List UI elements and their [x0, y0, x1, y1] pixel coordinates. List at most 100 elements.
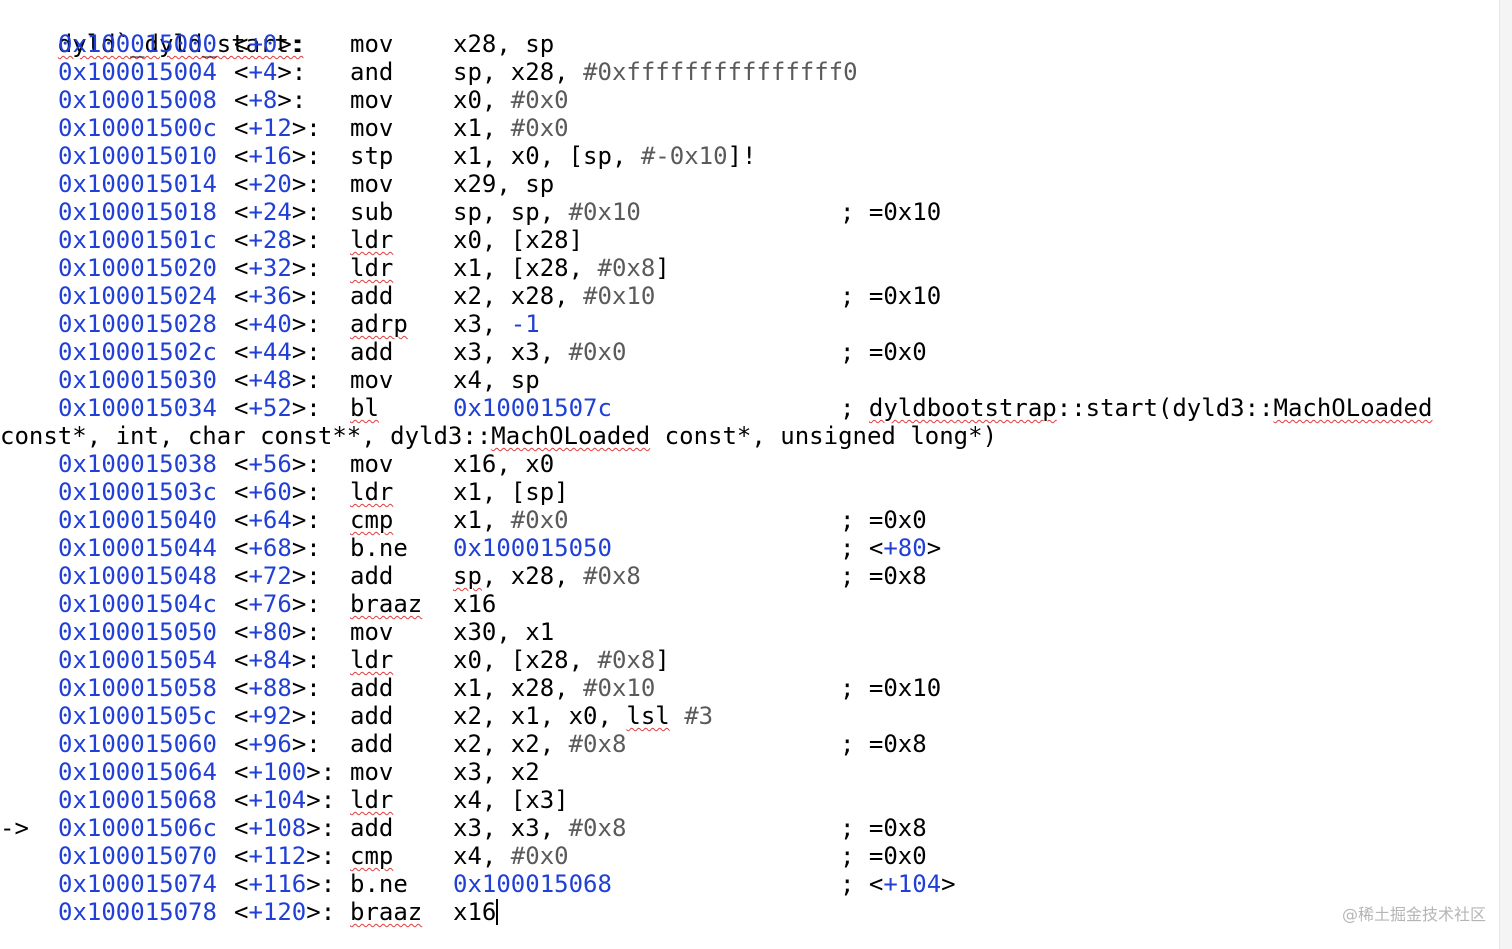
offset-value: +12 — [248, 114, 292, 142]
instruction-mnemonic: add — [350, 702, 394, 730]
operand-token: x1, [sp] — [453, 478, 569, 506]
instruction-offset: <+72>: — [234, 562, 321, 590]
operand-token: x4, sp — [453, 366, 540, 394]
comment-token: ; =0x8 — [840, 814, 927, 842]
instruction-offset: <+44>: — [234, 338, 321, 366]
operand-token: x2, x28, — [453, 282, 584, 310]
function-label: dyld`_dyld_start: — [57, 30, 304, 58]
instruction-operands: x1, #0x0 — [453, 506, 569, 534]
instruction-address: 0x100015044 — [58, 534, 217, 562]
instruction-offset: <+8>: — [234, 86, 307, 114]
instruction-mnemonic: add — [350, 814, 394, 842]
comment-token: ; =0x0 — [840, 842, 927, 870]
operand-token: , x28, — [481, 562, 584, 590]
instruction-mnemonic: stp — [350, 142, 394, 170]
operand-token: x2, x2, — [453, 730, 569, 758]
text-cursor — [496, 899, 499, 925]
comment-token: ; =0x0 — [840, 506, 927, 534]
operand-token: x4, — [453, 842, 511, 870]
instruction-mnemonic: mov — [350, 758, 394, 786]
instruction-offset: <+120>: — [234, 898, 336, 926]
operand-token: #0x0 — [568, 338, 627, 366]
vertical-scrollbar[interactable] — [1499, 0, 1512, 949]
offset-value: +76 — [248, 590, 292, 618]
operand-token: 0x100015050 — [453, 534, 612, 562]
instruction-operands: 0x10001507c — [453, 394, 612, 422]
instruction-address: 0x100015000 — [58, 30, 217, 58]
comment-wrap-text: const*, int, char const**, dyld3:: — [0, 422, 492, 450]
instruction-offset: <+12>: — [234, 114, 321, 142]
operand-token: #0x0 — [510, 114, 569, 142]
operand-token — [670, 702, 684, 730]
offset-value: +48 — [248, 366, 292, 394]
instruction-offset: <+96>: — [234, 730, 321, 758]
operand-token: ] — [655, 254, 670, 282]
instruction-operands: x4, [x3] — [453, 786, 569, 814]
instruction-operands: x1, x28, #0x10 — [453, 674, 655, 702]
instruction-address: 0x100015014 — [58, 170, 217, 198]
instruction-offset: <+48>: — [234, 366, 321, 394]
operand-token: #0xfffffffffffffff0 — [583, 58, 858, 86]
instruction-address: 0x100015020 — [58, 254, 217, 282]
instruction-mnemonic: mov — [350, 170, 394, 198]
operand-token: x0, [x28, — [453, 646, 598, 674]
instruction-operands: x4, #0x0 — [453, 842, 569, 870]
instruction-mnemonic: add — [350, 674, 394, 702]
operand-token: x16 — [453, 590, 497, 618]
instruction-operands: x16 — [453, 898, 499, 926]
offset-value: +68 — [248, 534, 292, 562]
operand-token: x1, — [453, 114, 511, 142]
offset-value: +40 — [248, 310, 292, 338]
instruction-offset: <+20>: — [234, 170, 321, 198]
offset-value: +52 — [248, 394, 292, 422]
operand-token: sp, x28, — [453, 58, 584, 86]
instruction-operands: x16, x0 — [453, 450, 554, 478]
instruction-operands: x3, x2 — [453, 758, 540, 786]
instruction-comment: ; <+80> — [840, 534, 941, 562]
offset-value: +120 — [248, 898, 307, 926]
comment-token: ; =0x0 — [840, 338, 927, 366]
comment-token: ; — [840, 394, 869, 422]
instruction-mnemonic: ldr — [350, 646, 394, 674]
instruction-address: 0x100015018 — [58, 198, 217, 226]
operand-token: #0x8 — [583, 562, 641, 590]
instruction-address: 0x100015028 — [58, 310, 217, 338]
instruction-mnemonic: ldr — [350, 478, 394, 506]
offset-value: +24 — [248, 198, 292, 226]
offset-value: +4 — [248, 58, 278, 86]
instruction-offset: <+76>: — [234, 590, 321, 618]
comment-token: > — [926, 534, 942, 562]
operand-token: x1, x28, — [453, 674, 584, 702]
instruction-mnemonic: mov — [350, 30, 394, 58]
operand-token: x0, [x28] — [453, 226, 584, 254]
offset-value: +100 — [248, 758, 307, 786]
operand-token: #-0x10 — [640, 142, 728, 170]
instruction-comment: ; =0x8 — [840, 730, 927, 758]
instruction-address: 0x10001504c — [58, 590, 217, 618]
operand-token: 0x100015068 — [453, 870, 612, 898]
instruction-operands: x0, #0x0 — [453, 86, 569, 114]
instruction-address: 0x100015070 — [58, 842, 217, 870]
instruction-mnemonic: cmp — [350, 842, 394, 870]
instruction-offset: <+100>: — [234, 758, 336, 786]
instruction-offset: <+52>: — [234, 394, 321, 422]
comment-token: ; < — [840, 870, 884, 898]
instruction-comment: ; =0x0 — [840, 338, 927, 366]
offset-value: +60 — [248, 478, 292, 506]
operand-token: x1, x0, [sp, — [453, 142, 641, 170]
instruction-address: 0x10001500c — [58, 114, 217, 142]
offset-value: +44 — [248, 338, 292, 366]
instruction-offset: <+36>: — [234, 282, 321, 310]
operand-token: #0x10 — [583, 282, 656, 310]
instruction-offset: <+16>: — [234, 142, 321, 170]
instruction-mnemonic: and — [350, 58, 394, 86]
instruction-mnemonic: braaz — [350, 898, 423, 926]
instruction-operands: 0x100015068 — [453, 870, 612, 898]
instruction-operands: x2, x1, x0, lsl #3 — [453, 702, 713, 730]
comment-token: ; =0x10 — [840, 282, 942, 310]
instruction-operands: 0x100015050 — [453, 534, 612, 562]
operand-token: x16, x0 — [453, 450, 555, 478]
offset-value: +28 — [248, 226, 292, 254]
operand-token: #0x0 — [510, 506, 569, 534]
